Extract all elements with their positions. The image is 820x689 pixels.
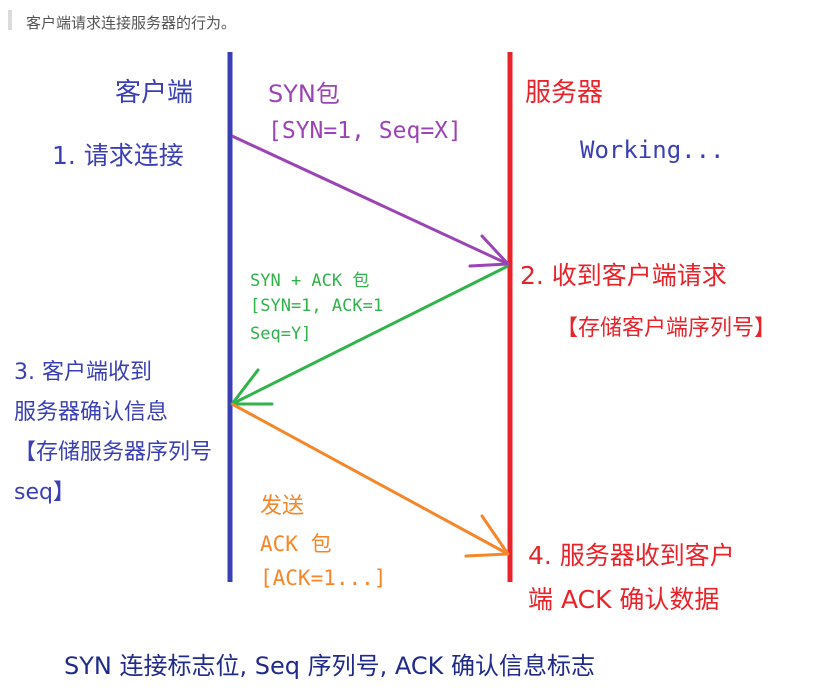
step3-line1: 3. 客户端收到 <box>14 360 152 385</box>
step1-label: 1. 请求连接 <box>52 141 184 170</box>
step4-line1: 4. 服务器收到客户 <box>528 541 735 570</box>
synack-message-line2: Seq=Y] <box>250 324 312 344</box>
legend-text: SYN 连接标志位, Seq 序列号, ACK 确认信息标志 <box>64 652 595 680</box>
syn-message-title: SYN包 <box>268 80 340 108</box>
caption-bar: 客户端请求连接服务器的行为。 <box>0 4 820 34</box>
step2-label: 2. 收到客户端请求 <box>520 261 727 290</box>
ack-message-line1: ACK 包 <box>260 532 332 556</box>
step3-line3: 【存储服务器序列号 <box>14 440 213 465</box>
synack-message-line1: [SYN=1, ACK=1 <box>250 296 384 316</box>
ack-message-title: 发送 <box>260 494 305 519</box>
step4-line2: 端 ACK 确认数据 <box>528 585 720 614</box>
ack-arrow <box>231 402 510 558</box>
step3-line4: seq】 <box>14 480 75 505</box>
caption-accent-bar <box>8 10 12 30</box>
server-state-label: Working... <box>580 136 725 164</box>
ack-message-line2: [ACK=1...] <box>260 566 387 590</box>
synack-message-title: SYN + ACK 包 <box>250 271 370 291</box>
step2-note: 【存储客户端序列号】 <box>556 316 777 341</box>
client-lane-title: 客户端 <box>115 78 194 108</box>
server-lane-title: 服务器 <box>525 78 604 108</box>
step3-line2: 服务器确认信息 <box>14 400 169 425</box>
caption-text: 客户端请求连接服务器的行为。 <box>26 14 237 32</box>
syn-arrow <box>231 134 510 268</box>
syn-message-detail: [SYN=1, Seq=X] <box>268 118 462 144</box>
